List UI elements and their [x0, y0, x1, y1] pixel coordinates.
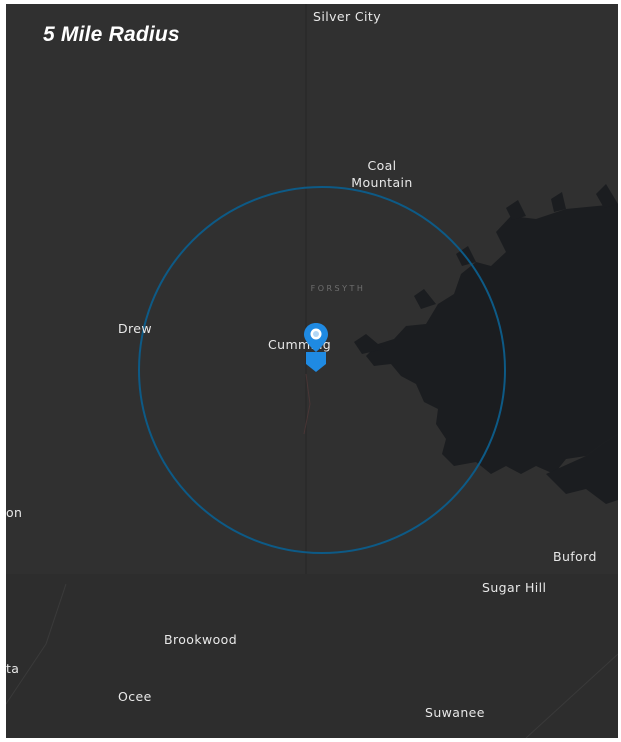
district-label-forsyth: FORSYTH: [310, 284, 366, 293]
place-label-partial-ta[interactable]: ta: [6, 661, 20, 676]
place-label-buford[interactable]: Buford: [553, 549, 597, 564]
lake-water: [354, 184, 618, 504]
place-label-ocee[interactable]: Ocee: [118, 689, 152, 704]
radius-ring: [138, 186, 506, 554]
place-label-drew[interactable]: Drew: [118, 321, 153, 336]
place-label-sugar-hill[interactable]: Sugar Hill: [482, 580, 547, 595]
place-label-suwanee[interactable]: Suwanee: [425, 705, 485, 720]
place-label-silver-city[interactable]: Silver City: [313, 9, 381, 24]
place-label-brookwood[interactable]: Brookwood: [164, 632, 238, 647]
place-label-partial-on[interactable]: on: [6, 505, 23, 520]
map-title: 5 Mile Radius: [43, 23, 180, 46]
map-base-layer: [6, 4, 618, 738]
map-canvas[interactable]: 5 Mile Radius Silver City Coal Mountain …: [6, 4, 618, 738]
place-label-coal-mountain[interactable]: Coal Mountain: [351, 158, 413, 190]
map-pin-icon[interactable]: [303, 322, 329, 376]
